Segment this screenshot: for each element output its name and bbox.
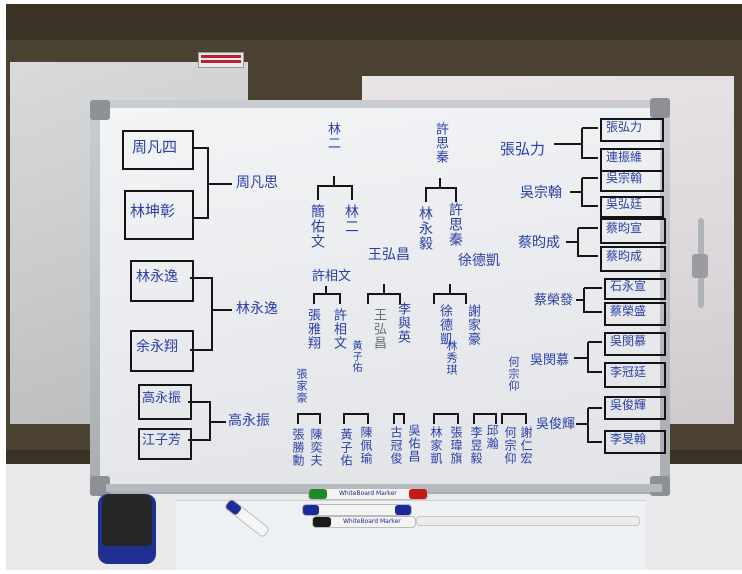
parent-name: 吳宗翰 <box>520 185 562 201</box>
name-box <box>130 260 194 302</box>
name-text: 李與英 <box>395 302 410 344</box>
name-box <box>600 246 666 272</box>
name-text: 張勝勳 <box>291 428 305 467</box>
name-text: 吳俊輝 <box>610 398 647 412</box>
name-text: 吳宗翰 <box>606 171 643 185</box>
name-text: 簡佑文 <box>309 204 325 249</box>
name-box <box>604 396 666 420</box>
name-text: 何宗仰 <box>503 426 517 465</box>
name-text: 林坤彰 <box>130 202 176 220</box>
name-box <box>604 430 666 454</box>
name-text: 吳佑昌 <box>407 424 421 463</box>
name-text: 林永毅 <box>417 206 433 251</box>
name-box <box>138 384 192 420</box>
name-text: 陳佩瑜 <box>359 426 373 465</box>
name-text: 許思秦 <box>433 122 448 164</box>
name-text: 蔡昀成 <box>606 249 643 263</box>
black-marker[interactable]: WhiteBoard Marker <box>312 516 416 528</box>
name-text: 林秀琪 <box>445 340 458 376</box>
name-text: 邱瀚 <box>485 424 499 450</box>
glass-stick <box>416 516 640 526</box>
green-marker[interactable]: WhiteBoard Marker <box>308 488 428 500</box>
name-text: 余永翔 <box>136 339 178 355</box>
name-box <box>600 218 666 244</box>
name-text: 蔡榮盛 <box>610 304 647 318</box>
marker-label: WhiteBoard Marker <box>339 490 397 497</box>
parent-name: 高永振 <box>228 413 270 429</box>
name-box <box>600 196 664 218</box>
name-text: 王弘昌 <box>368 247 410 263</box>
blue-marker[interactable] <box>302 504 412 516</box>
name-text: 蔡昀宣 <box>606 221 643 235</box>
name-text: 張弘力 <box>606 120 643 134</box>
name-box <box>604 332 666 356</box>
name-box <box>122 130 194 170</box>
frame-corner <box>650 98 670 118</box>
name-text: 謝家豪 <box>465 304 480 346</box>
parent-name: 吳閔慕 <box>530 353 570 368</box>
name-text: 吳閔慕 <box>610 334 647 348</box>
name-text: 張雅翔 <box>305 308 320 350</box>
whiteboard-eraser[interactable] <box>98 494 156 564</box>
parent-name: 吳俊輝 <box>536 417 576 432</box>
name-text: 謝仁宏 <box>519 426 533 465</box>
name-text: 連振維 <box>606 150 643 164</box>
name-text: 黃子佑 <box>339 428 353 467</box>
parent-name: 蔡昀成 <box>518 235 560 251</box>
name-box <box>124 190 194 240</box>
name-text: 林永逸 <box>136 269 178 285</box>
name-text: 李昱毅 <box>469 426 483 465</box>
name-text: 李冠廷 <box>610 365 647 379</box>
name-text: 林二 <box>343 204 359 234</box>
name-text: 陳奕夫 <box>309 428 323 467</box>
name-text: 江子芳 <box>142 433 182 448</box>
parent-name: 林永逸 <box>236 301 278 317</box>
name-text: 王弘昌 <box>371 308 386 350</box>
name-box <box>604 302 666 326</box>
name-text: 許相文 <box>312 269 352 284</box>
frame-corner <box>90 100 110 120</box>
name-text: 吳弘廷 <box>606 197 643 211</box>
window-latch <box>692 218 708 308</box>
name-text: 何宗仰 <box>507 356 520 392</box>
name-text: 黃子佑 <box>350 340 361 373</box>
frame-corner <box>90 476 110 496</box>
parent-name: 周凡思 <box>236 175 278 191</box>
name-text: 張家豪 <box>295 368 308 404</box>
name-text: 林二 <box>325 122 340 150</box>
window-sticker <box>198 52 244 68</box>
name-text: 古冠俊 <box>389 426 403 465</box>
name-text: 李旻翰 <box>610 432 647 446</box>
bracket-lines <box>188 127 602 443</box>
name-text: 許思秦 <box>447 202 463 247</box>
name-text: 許相文 <box>331 308 346 350</box>
name-text: 周凡四 <box>132 138 178 156</box>
name-box <box>604 278 666 300</box>
name-box <box>604 362 666 388</box>
name-text: 張瑋旗 <box>449 426 463 465</box>
name-box <box>600 118 664 142</box>
name-text: 徐德凱 <box>437 304 452 346</box>
parent-name: 張弘力 <box>500 140 546 158</box>
name-text: 高永振 <box>142 391 182 406</box>
name-box <box>138 428 192 460</box>
marker-label: WhiteBoard Marker <box>343 518 401 525</box>
parent-name: 蔡榮發 <box>534 293 574 308</box>
name-text: 石永宣 <box>610 279 647 293</box>
name-text: 徐德凱 <box>458 253 500 269</box>
photo-scene: 周凡四 林坤彰 林永逸 余永翔 高永振 江子芳 周凡思 林永逸 高永振 林二 許… <box>6 4 742 570</box>
name-box <box>130 330 194 372</box>
name-text: 林家凱 <box>429 426 443 465</box>
name-box <box>600 170 664 192</box>
